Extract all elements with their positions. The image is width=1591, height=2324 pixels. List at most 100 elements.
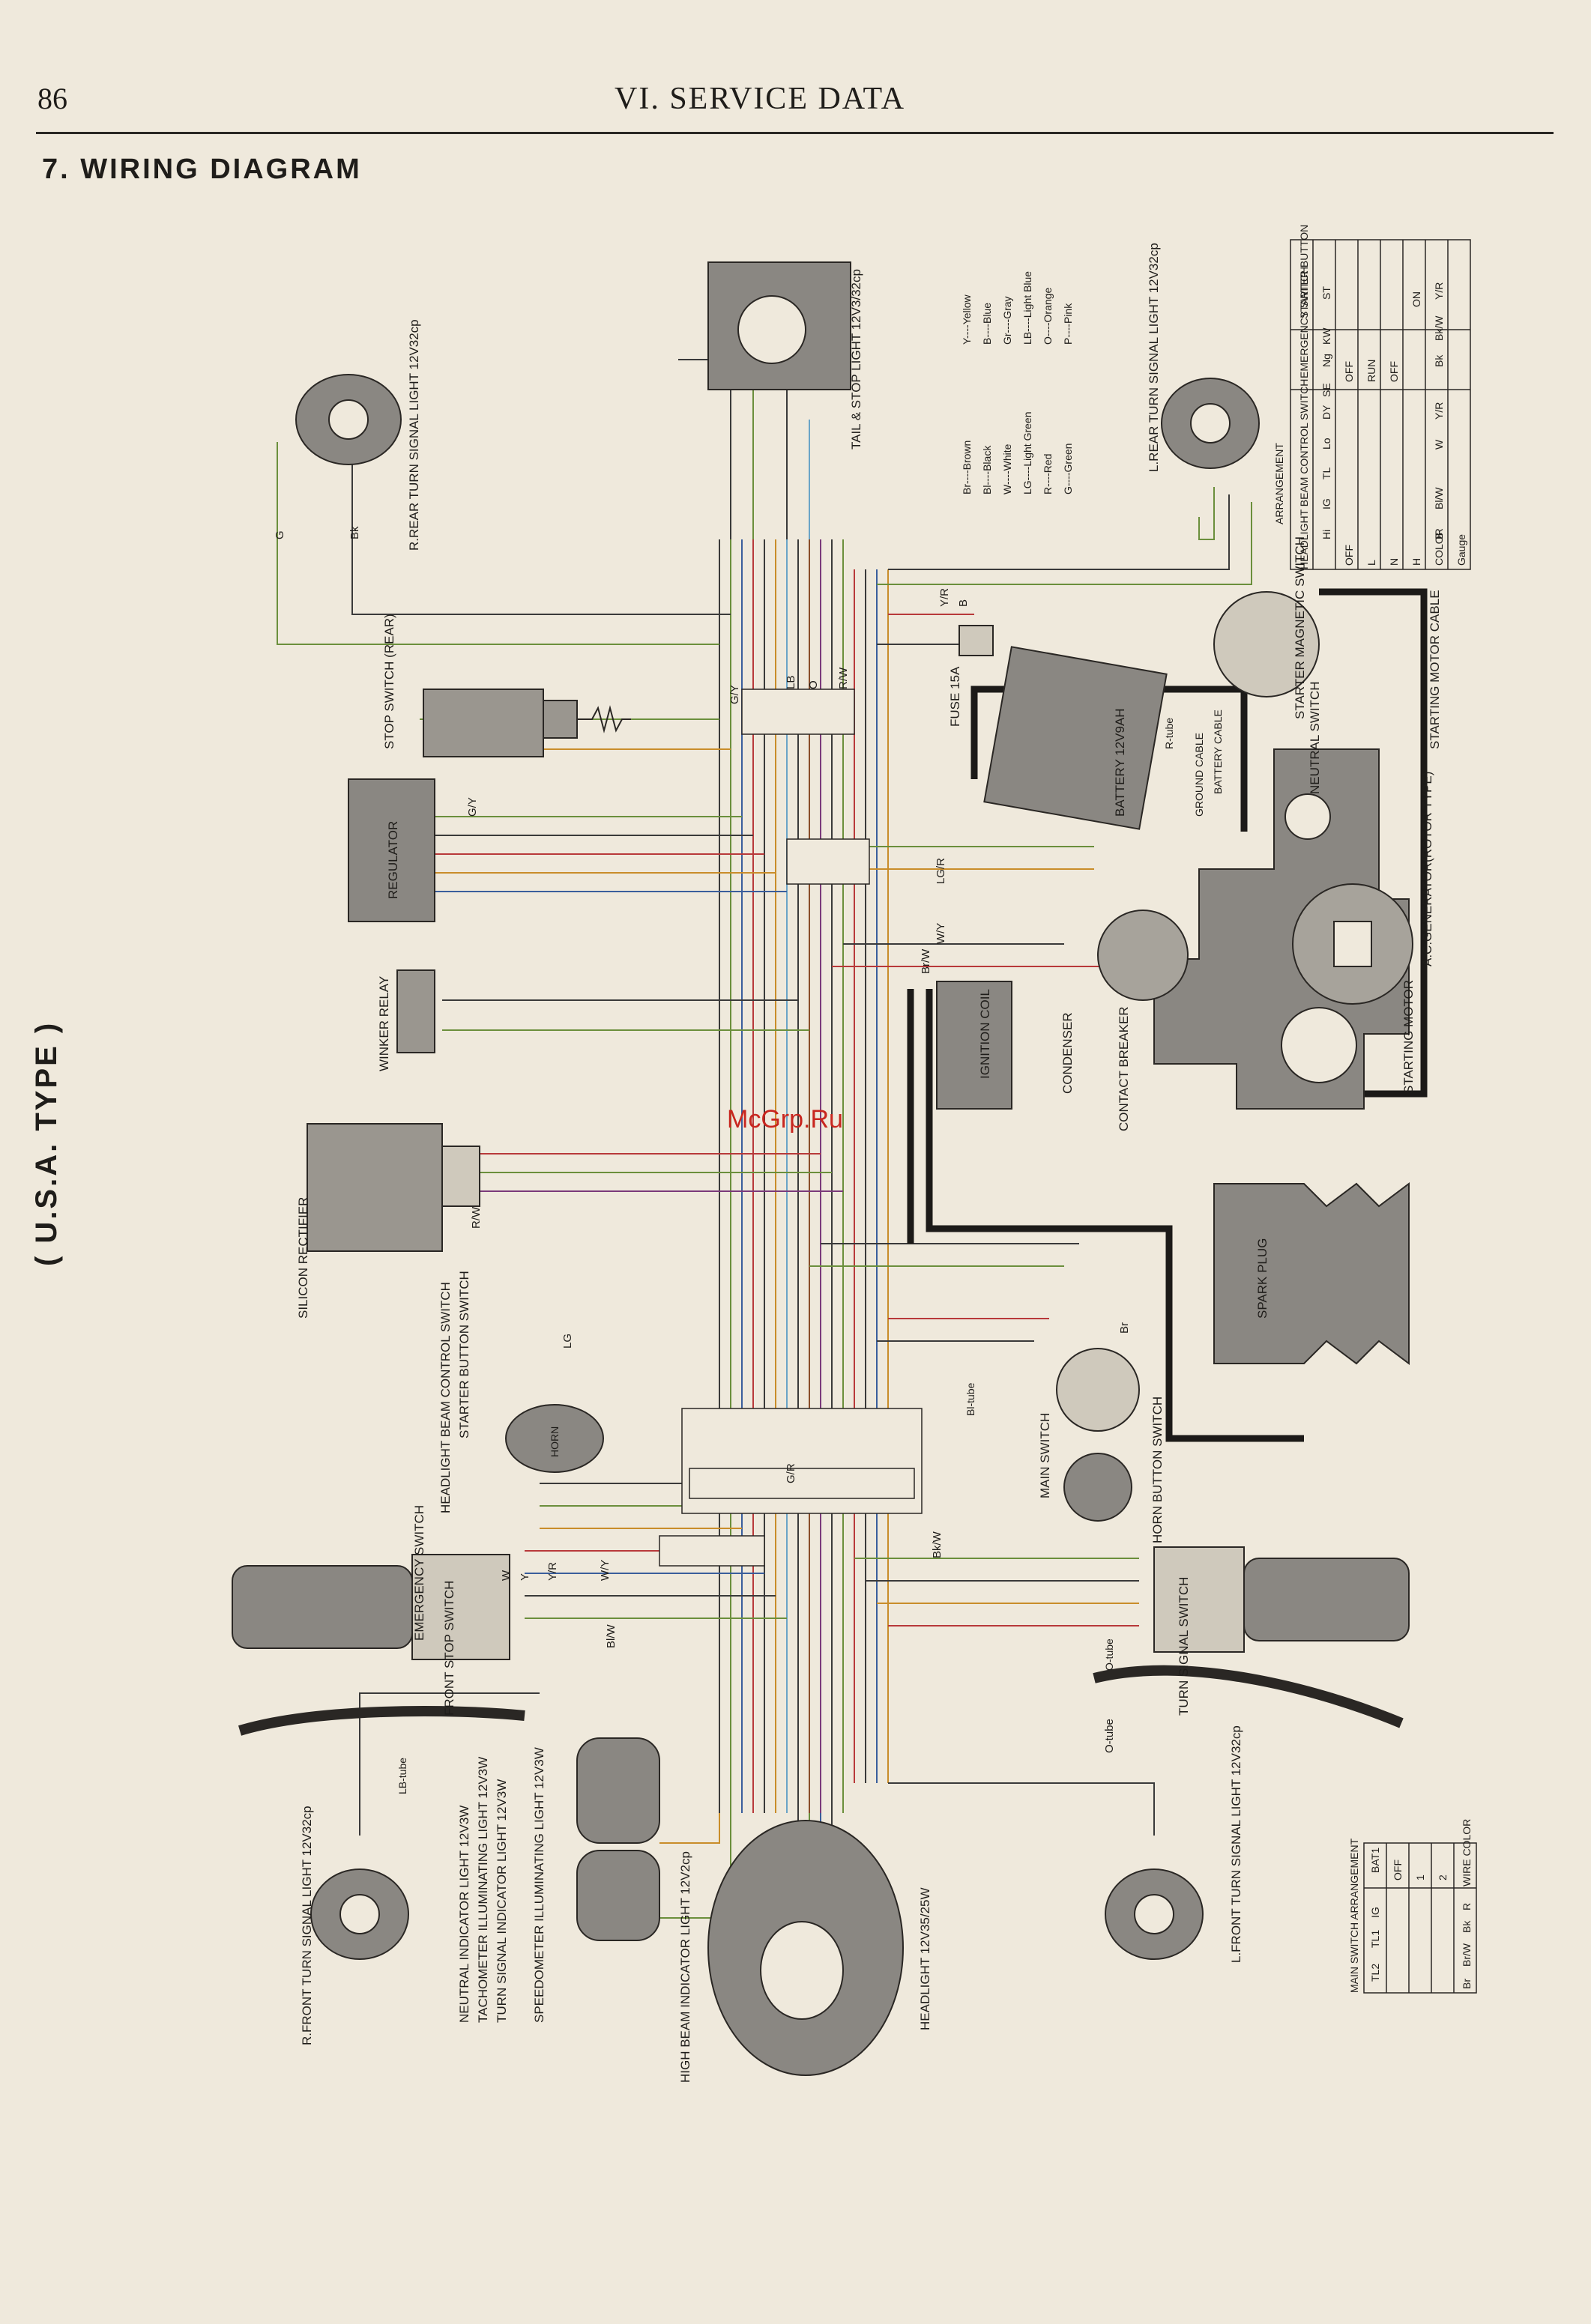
main-switch-label: MAIN SWITCH <box>1038 1413 1052 1498</box>
fuse-label: FUSE 15A <box>948 666 962 727</box>
starting-motor-cable-label: STARTING MOTOR CABLE <box>1428 590 1442 749</box>
horn-label: HORN <box>549 1426 561 1457</box>
stop-switch-label: STOP SWITCH (REAR) <box>382 614 396 749</box>
connector-blocks <box>659 689 923 1567</box>
watermark: McGrp.Ru <box>727 1105 843 1134</box>
winker-relay-label: WINKER RELAY <box>377 976 391 1071</box>
legend-item-1: Bl----Black <box>981 445 993 494</box>
wire-code: G <box>274 530 286 539</box>
legend-item-9: LB----Light Blue <box>1021 271 1033 345</box>
page-number: 86 <box>37 82 67 115</box>
arrangement-row-1: L <box>1365 560 1377 566</box>
ground-cable-label: GROUND CABLE <box>1193 733 1205 817</box>
speedo-illum-label: SPEEDOMETER ILLUMINATING LIGHT 12V3W <box>532 1747 546 2023</box>
main-switch-table-title: MAIN SWITCH ARRANGEMENT <box>1348 1838 1360 1993</box>
wire-code: Bl/W <box>605 1624 618 1648</box>
wire-code: LG/R <box>935 858 947 884</box>
horn-button-label: HORN BUTTON SWITCH <box>1150 1396 1165 1543</box>
legend-item-5: G----Green <box>1062 444 1074 494</box>
stop-switch: STOP SWITCH (REAR) <box>382 614 631 757</box>
silicon-rectifier-label: SILICON RECTIFIER <box>296 1197 310 1319</box>
main-switch: MAIN SWITCH <box>1038 1348 1140 1522</box>
wire-code: G/Y <box>466 797 479 817</box>
wire-code: B <box>957 599 970 607</box>
arrangement-sw-0: OFF <box>1343 361 1355 382</box>
arrangement-group-1: EMERGENCY SWITCH <box>1298 267 1310 378</box>
arrangement-group-2: STARTER BUTTON <box>1298 225 1310 318</box>
arrangement-col-1: IG <box>1320 498 1332 509</box>
color-legend: Br----Brown Bl----Black W----White LG---… <box>961 271 1074 494</box>
right-handlebar: HORN BUTTON SWITCH TURN SIGNAL SWITCH <box>1093 1396 1410 1728</box>
spark-plug: SPARK PLUG <box>1213 1182 1410 1365</box>
wire-code: R/W <box>470 1206 483 1229</box>
headlight-label: HEADLIGHT 12V35/25W <box>918 1887 932 2030</box>
regulator-label: REGULATOR <box>386 821 400 899</box>
turn-signal-switch-label: TURN SIGNAL SWITCH <box>1177 1577 1191 1716</box>
ac-generator: NEUTRAL SWITCH A.C.GENERATOR(ROTOR TYPE)… <box>1097 682 1434 1110</box>
o-tube-label: O-tube <box>1103 1638 1115 1671</box>
wire-code: W/Y <box>599 1560 612 1581</box>
arrangement-sw-1: RUN <box>1365 360 1377 382</box>
tail-stop-label: TAIL & STOP LIGHT 12V3/32cp <box>849 269 863 450</box>
main-switch-table <box>1363 1842 1477 1994</box>
legend-item-7: B----Blue <box>981 303 993 345</box>
main-switch-col-2: TL1 <box>1369 1930 1381 1948</box>
arrangement-col-0: Hi <box>1320 530 1332 539</box>
arrangement-color-1: Bl/W <box>1433 487 1445 509</box>
wire-code: LB <box>785 676 797 689</box>
horn: HORN HEADLIGHT BEAM CONTROL SWITCH START… <box>438 1271 604 1513</box>
wire-code: LG <box>561 1334 574 1349</box>
silicon-rectifier: SILICON RECTIFIER <box>296 1123 480 1319</box>
front-stop-label: FRONT STOP SWITCH <box>442 1581 456 1716</box>
wire-code: W/Y <box>935 923 947 944</box>
header-rule <box>36 132 1554 134</box>
arrangement-sw-2: OFF <box>1388 361 1400 382</box>
arrangement-col-3: Lo <box>1320 438 1332 450</box>
wire-code-labels: G Bk G/Y Y/R B LB O R/W G/Y LG/R W/Y Br/… <box>274 526 1131 1753</box>
legend-item-3: LG----Light Green <box>1021 412 1033 494</box>
neutral-switch-label: NEUTRAL SWITCH <box>1308 682 1322 795</box>
emergency-switch-label: EMERGENCY SWITCH <box>412 1505 426 1641</box>
l-rear-turn-light: L.REAR TURN SIGNAL LIGHT 12V32cp <box>1147 243 1260 472</box>
wire-code: Br/W <box>920 948 932 974</box>
r-rear-turn-light: R.REAR TURN SIGNAL LIGHT 12V32cp <box>295 319 421 551</box>
arrangement-col-2: TL <box>1320 467 1332 479</box>
left-handlebar: EMERGENCY SWITCH FRONT STOP SWITCH <box>232 1505 525 1736</box>
r-front-turn-light: R.FRONT TURN SIGNAL LIGHT 12V32cp <box>300 1806 409 2045</box>
wire-code: Y/R <box>546 1562 559 1581</box>
arrangement-color-5: Bk/W <box>1433 315 1445 341</box>
arrangement-color-6: Y/R <box>1433 282 1445 300</box>
arrangement-row-2: N <box>1388 558 1400 566</box>
fuse: FUSE 15A <box>948 625 994 727</box>
r-rear-turn-label: R.REAR TURN SIGNAL LIGHT 12V32cp <box>407 319 421 551</box>
legend-item-2: W----White <box>1001 444 1013 494</box>
switch-arrangement-text: ARRANGEMENT HEADLIGHT BEAM CONTROL SWITC… <box>1273 225 1467 569</box>
main-switch-color-0: R <box>1461 1903 1473 1910</box>
legend-item-10: O----Orange <box>1042 288 1054 345</box>
high-beam-ind-label: HIGH BEAM INDICATOR LIGHT 12V2cp <box>678 1851 692 2083</box>
l-front-turn-label: L.FRONT TURN SIGNAL LIGHT 12V32cp <box>1229 1725 1243 1963</box>
starter-magnetic-switch: STARTER MAGNETIC SWITCH STARTING MOTOR C… <box>1213 536 1442 749</box>
section-title: 7. WIRING DIAGRAM <box>42 154 362 185</box>
wire-code: W <box>500 1570 513 1581</box>
page-header-title: VI. SERVICE DATA <box>615 82 906 116</box>
spark-plug-label: SPARK PLUG <box>1255 1238 1270 1319</box>
l-rear-turn-label: L.REAR TURN SIGNAL LIGHT 12V32cp <box>1147 243 1161 472</box>
ac-generator-label: A.C.GENERATOR(ROTOR TYPE) <box>1420 772 1434 966</box>
arrangement-sw-3: ON <box>1410 291 1422 307</box>
wire-code: G/Y <box>728 685 741 704</box>
condenser-label: CONDENSER <box>1060 1012 1075 1094</box>
arrangement-col-5: SE <box>1320 383 1332 397</box>
regulator: REGULATOR <box>348 778 435 922</box>
wire-code: Bk <box>348 526 361 539</box>
main-switch-row-0: OFF <box>1392 1859 1404 1880</box>
arrangement-color-0: B <box>1433 533 1445 539</box>
main-switch-row-1: 1 <box>1414 1874 1426 1880</box>
winker-relay: WINKER RELAY <box>377 969 435 1071</box>
arrangement-col-7: KW <box>1320 327 1332 345</box>
legend-item-8: Gr----Gray <box>1001 296 1013 345</box>
r-tube-label: R-tube <box>1163 718 1175 749</box>
contact-breaker-label: CONTACT BREAKER <box>1117 1006 1131 1131</box>
legend-item-11: P----Pink <box>1062 303 1074 345</box>
wire-code: Br <box>1118 1322 1131 1334</box>
